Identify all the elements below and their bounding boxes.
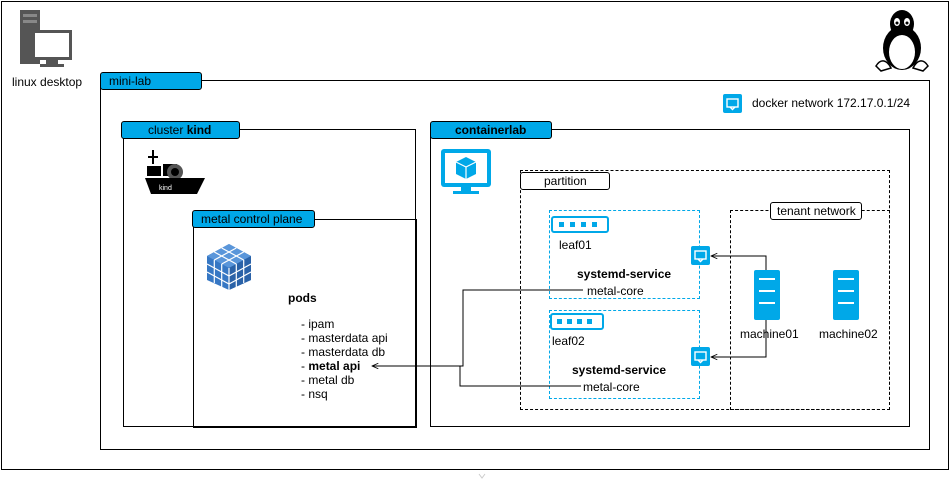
server-icon (754, 270, 780, 320)
kind-ship-icon: kind (145, 150, 205, 194)
desktop-frame (1, 1, 949, 470)
pods-list: - ipam - masterdata api - masterdata db … (301, 317, 388, 401)
pod-item-label: - masterdata api (301, 331, 388, 345)
containerlab-monitor-icon (441, 149, 491, 194)
containerlab-frame (430, 129, 910, 427)
pod-item: - nsq (301, 387, 388, 401)
leaf01-metal-core-label: metal-core (587, 284, 644, 298)
server-icon (833, 270, 859, 320)
port-icon (691, 347, 710, 366)
pod-item: - masterdata db (301, 345, 388, 359)
port-icon (691, 246, 710, 265)
containerlab-tab[interactable]: containerlab (430, 121, 552, 139)
leaf02-label: leaf02 (552, 334, 585, 348)
pod-item: - metal api (301, 359, 388, 373)
bottom-marker (478, 473, 486, 479)
leaf02-service-label: systemd-service (572, 363, 667, 377)
pod-item-label: - ipam (301, 317, 335, 331)
partition-tab[interactable]: partition (520, 172, 610, 190)
leaf02-metal-core-label: metal-core (583, 380, 640, 394)
desktop-label: linux desktop (12, 75, 83, 89)
cluster-title-prefix: cluster (148, 123, 187, 137)
cluster-kind-frame (123, 129, 416, 427)
pods-title: pods (288, 291, 317, 305)
docker-network-label: docker network 172.17.0.1/24 (752, 96, 911, 110)
leaf01-service-label: systemd-service (577, 267, 672, 281)
docker-network-icon (723, 94, 742, 113)
kind-logo-text: kind (159, 185, 172, 192)
machine01-label: machine01 (740, 327, 799, 341)
switch-icon (551, 216, 609, 233)
control-plane-tab[interactable]: metal control plane (192, 210, 315, 228)
switch-icon (550, 313, 604, 330)
pod-item-label: - masterdata db (301, 345, 386, 359)
pod-item-label: - metal db (301, 373, 355, 387)
cluster-kind-tab[interactable]: cluster kind (121, 121, 240, 139)
pod-item-label: - nsq (301, 387, 328, 401)
pod-item-prefix: - (301, 359, 309, 373)
pod-item: - ipam (301, 317, 388, 331)
linux-tux-icon (875, 10, 929, 72)
minilab-frame (100, 80, 930, 450)
desktop-computer-icon (20, 10, 72, 67)
minilab-tab[interactable]: mini-lab (100, 72, 202, 90)
pod-item-metal-api: metal api (308, 359, 361, 373)
leaf01-label: leaf01 (559, 238, 592, 252)
tenant-network-tab[interactable]: tenant network (770, 202, 862, 220)
machine02-label: machine02 (819, 327, 878, 341)
pod-item: - masterdata api (301, 331, 388, 345)
cluster-title-bold: kind (186, 123, 212, 137)
kubernetes-cube-icon (206, 244, 252, 290)
pod-item: - metal db (301, 373, 388, 387)
